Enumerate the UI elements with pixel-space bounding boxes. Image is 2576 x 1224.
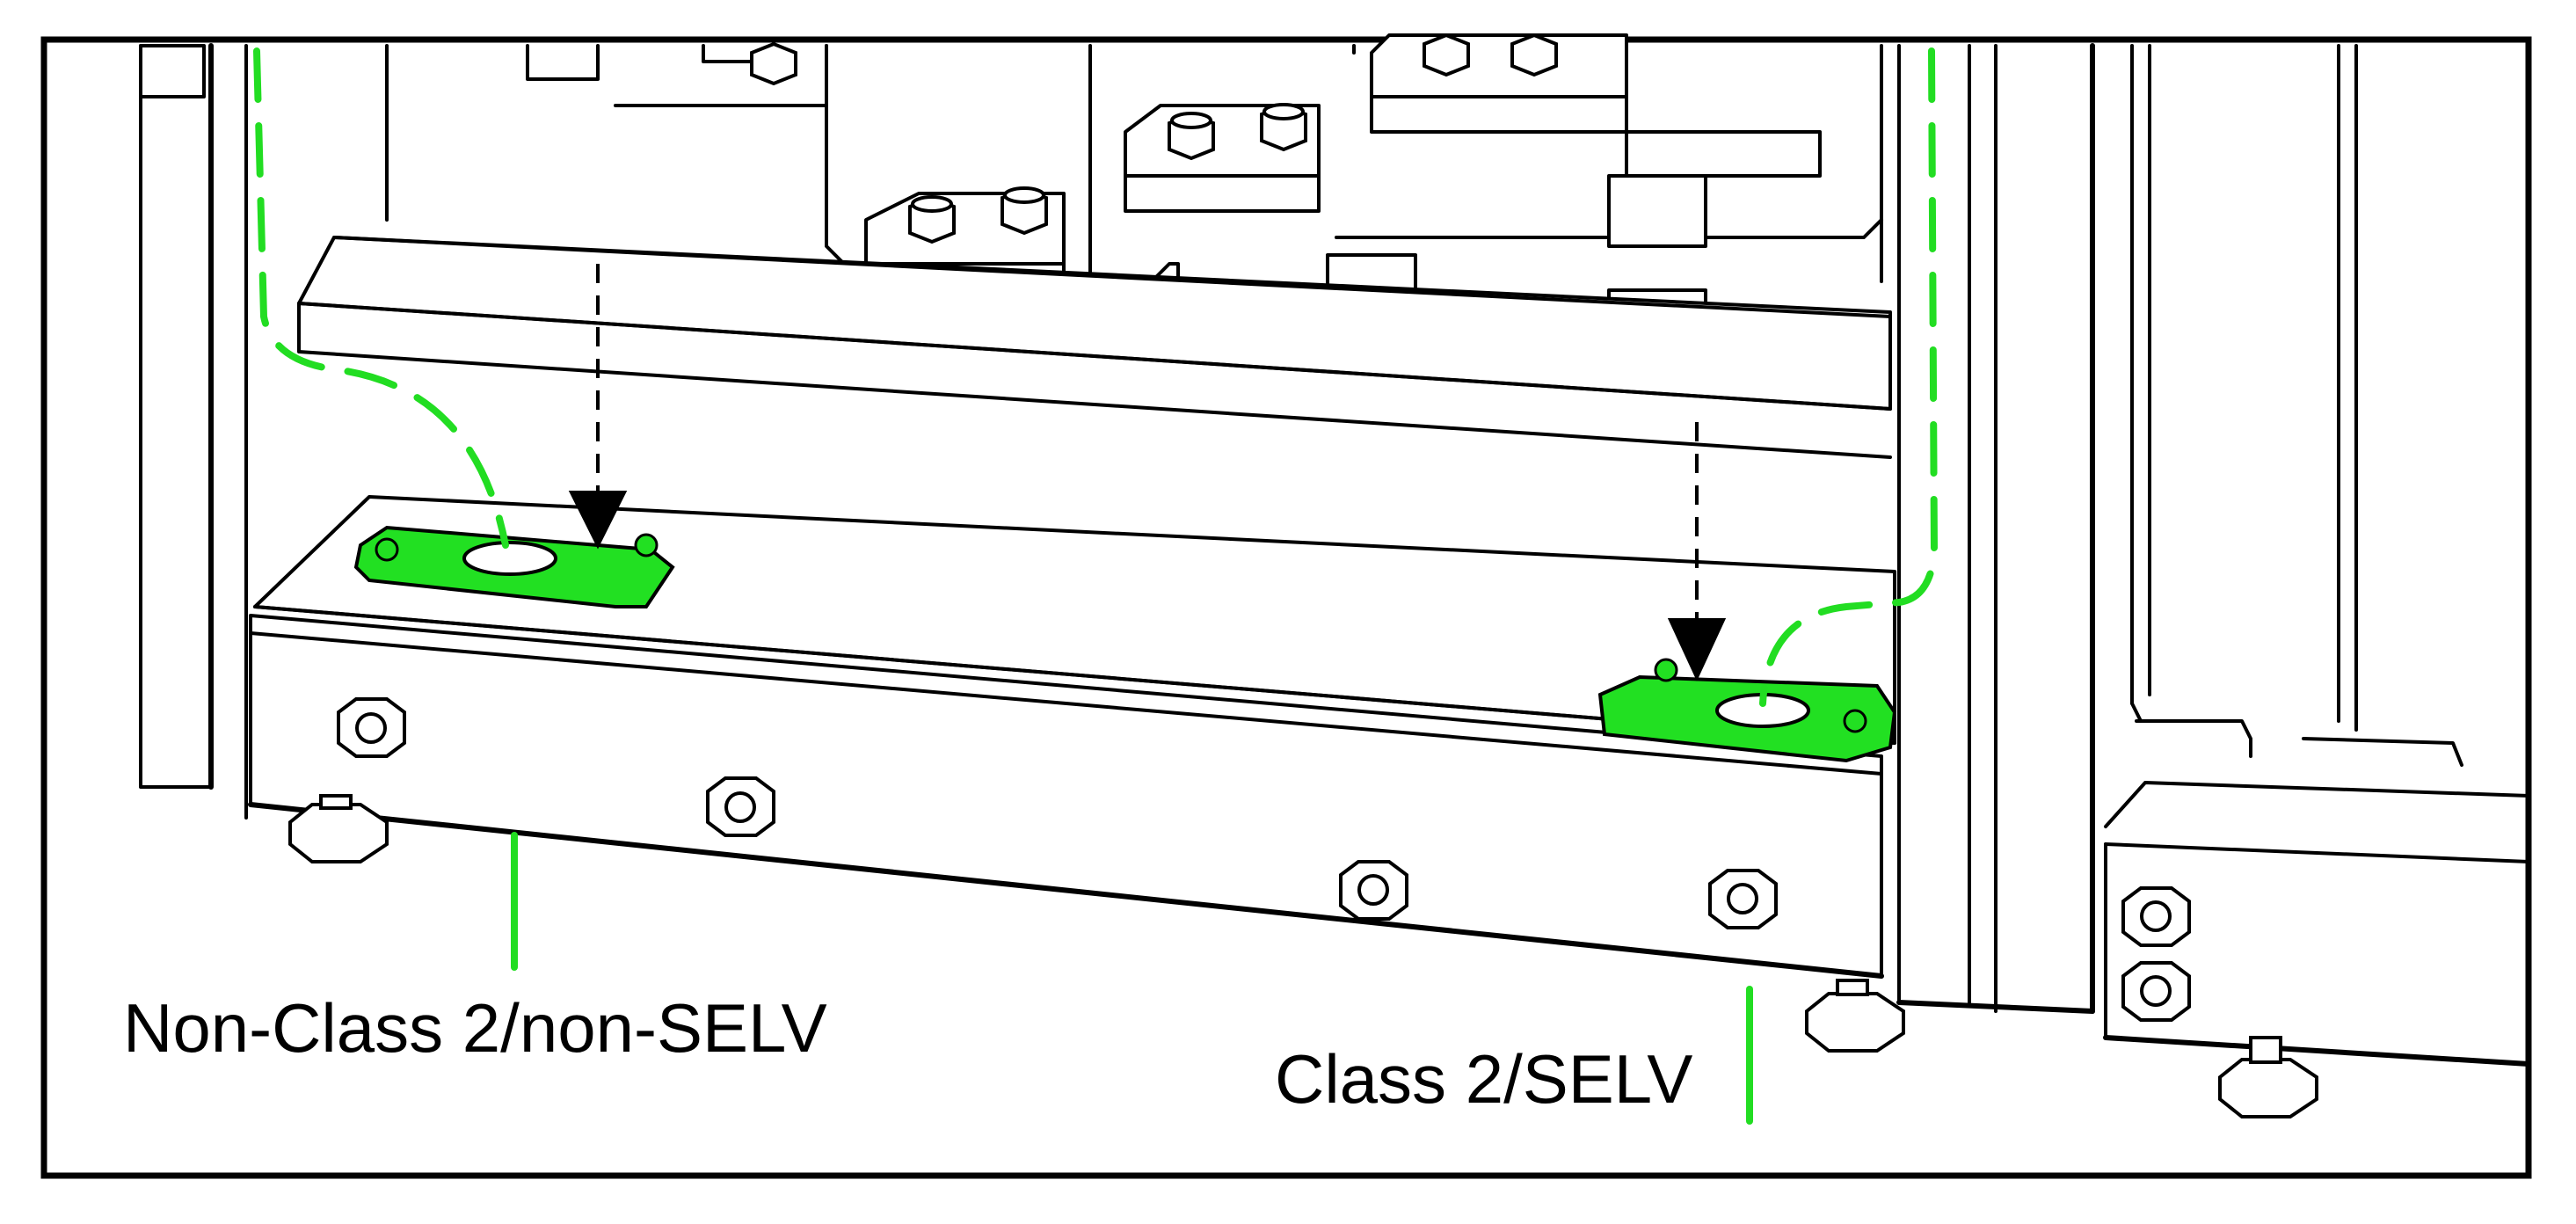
hex-bolt-icon <box>337 697 406 758</box>
hex-bolt-icon <box>2121 961 2191 1022</box>
kick-plate-bolts <box>337 697 2191 1022</box>
hex-bolt-icon <box>1001 186 1048 236</box>
hex-bolt-icon <box>1510 33 1558 77</box>
hex-bolt-icon <box>2121 886 2191 947</box>
terminal-nuts <box>750 33 1558 244</box>
hex-bolt-icon <box>1339 860 1408 921</box>
front-kick-plate <box>248 614 1884 979</box>
non-class2-cable-route <box>253 47 509 549</box>
leveling-feet <box>288 794 2318 1118</box>
down-arrow-icon <box>568 491 628 550</box>
gland-plate-left <box>353 525 675 608</box>
down-arrow-icon <box>1667 618 1727 681</box>
hex-bolt-icon <box>1260 103 1307 152</box>
gland-plate-right <box>1597 658 1897 763</box>
screw-icon <box>1843 709 1867 733</box>
leveling-foot-icon <box>288 794 389 863</box>
screw-icon <box>1654 658 1678 682</box>
adjacent-cabinet <box>2103 44 2531 1067</box>
right-cabinet-post <box>1896 43 2095 1014</box>
non-class2-label: Non-Class 2/non-SELV <box>123 989 827 1067</box>
leveling-foot-icon <box>1805 979 1905 1053</box>
left-cabinet-post <box>139 43 248 820</box>
screw-icon <box>634 533 659 557</box>
screw-icon <box>375 537 399 562</box>
hex-bolt-icon <box>1168 112 1215 161</box>
class2-cable-route <box>1759 47 1939 707</box>
hex-bolt-icon <box>750 41 797 86</box>
green-wiring <box>253 47 1939 1125</box>
horizontal-cross-bar <box>297 236 1892 459</box>
hex-bolt-icon <box>706 776 775 837</box>
class2-label: Class 2/SELV <box>1275 1040 1693 1118</box>
hex-bolt-icon <box>1708 869 1778 929</box>
hex-bolt-icon <box>1423 33 1470 77</box>
hex-bolt-icon <box>908 195 956 244</box>
dashed-arrows <box>568 264 1727 681</box>
leveling-foot-icon <box>2218 1036 2318 1118</box>
